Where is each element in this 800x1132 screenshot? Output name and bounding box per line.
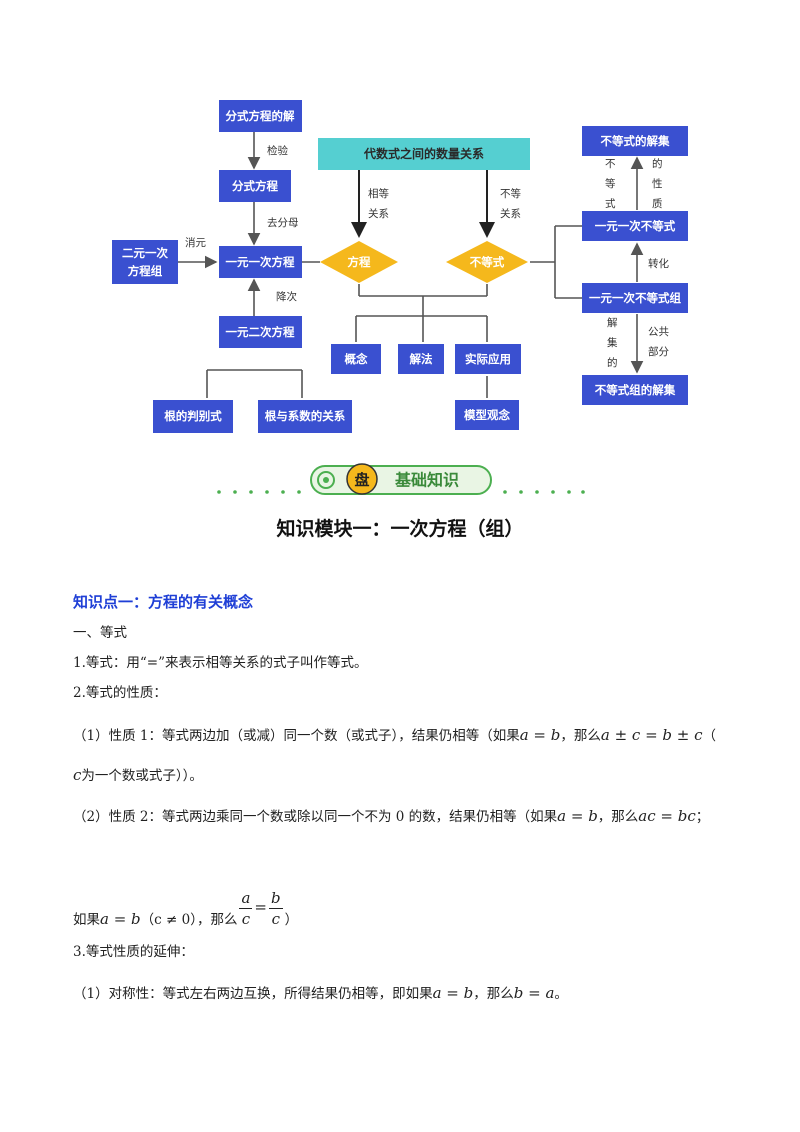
diamond-inequality: [446, 241, 528, 283]
label-fs-equation: 分式方程: [232, 179, 278, 193]
label-linear-ineq: 一元一次不等式: [595, 219, 676, 233]
property-1: （1）性质 1：等式两边加（或减）同一个数（或式子），结果仍相等（如果a = b…: [73, 726, 717, 744]
edge-check: 检验: [267, 144, 288, 157]
box-roots-coefficients: [258, 400, 352, 433]
edge-solution-set-2: 集: [607, 336, 618, 349]
box-solution-method: [398, 344, 444, 374]
property-2: （2）性质 2：等式两边乘同一个数或除以同一个不为 0 的数，结果仍相等（如果a…: [73, 807, 710, 825]
edge-unequal-rel-2: 关系: [500, 207, 521, 220]
badge-icon: 盘: [346, 463, 378, 495]
label-linear-eq: 一元一次方程: [226, 255, 295, 269]
edge-ineq-chars-1: 不: [605, 158, 616, 170]
edge-transform: 转化: [648, 257, 669, 270]
edge-reduce-degree: 降次: [276, 290, 297, 303]
label-equation: 方程: [348, 255, 371, 269]
edge-property-1: 的: [652, 157, 663, 170]
label-quadratic: 一元二次方程: [226, 325, 295, 339]
concept-diagram: 分式方程的解 分式方程 二元一次 方程组 一元一次方程 一元二次方程 根的判别式…: [112, 100, 688, 433]
banner-title: 基础知识: [394, 471, 459, 490]
edge-solution-set-1: 解: [607, 316, 618, 329]
knowledge-point-heading: 知识点一：方程的有关概念: [73, 593, 254, 611]
label-solution-method: 解法: [410, 352, 433, 366]
edge-property-2: 性: [652, 177, 663, 190]
label-model: 模型观念: [464, 408, 510, 422]
box-quadratic-equation: [219, 316, 302, 348]
box-two-var-system: [112, 240, 178, 284]
label-roots-coeff: 根与系数的关系: [265, 409, 346, 423]
properties-heading: 2.等式的性质：: [73, 685, 167, 701]
extension-heading: 3.等式性质的延伸：: [73, 944, 194, 960]
edge-ineq-chars-3: 式: [605, 197, 616, 210]
label-ineq-solution: 不等式的解集: [601, 134, 670, 148]
label-application: 实际应用: [465, 352, 511, 366]
box-fraction-equation: [219, 170, 291, 202]
label-two-var-1: 二元一次: [122, 246, 168, 260]
section-equality: 一、等式: [73, 625, 127, 641]
box-linear-equation: [219, 246, 302, 278]
box-inequality-solution: [582, 126, 688, 156]
label-concept: 概念: [345, 352, 368, 366]
edge-equal-rel-1: 相等: [368, 187, 389, 200]
label-two-var-2: 方程组: [128, 264, 163, 278]
edge-common-part-1: 公共: [648, 326, 669, 338]
section-banner: 盘 基础知识: [217, 463, 585, 495]
box-model: [455, 400, 519, 430]
box-linear-inequality-system: [582, 283, 688, 313]
box-linear-inequality: [582, 211, 688, 241]
module-title: 知识模块一：一次方程（组）: [276, 518, 524, 540]
label-inequality: 不等式: [470, 255, 505, 269]
target-icon: [317, 471, 335, 489]
definition-equality: 1.等式：用“=”来表示相等关系的式子叫作等式。: [73, 655, 368, 671]
diamond-equation: [320, 241, 398, 283]
box-application: [455, 344, 521, 374]
edge-solution-set-3: 的: [607, 356, 618, 369]
symmetry-property: （1）对称性：等式左右两边互换，所得结果仍相等，即如果a = b，那么b = a…: [73, 984, 568, 1002]
box-concept: [331, 344, 381, 374]
edge-common-part-2: 部分: [648, 345, 669, 358]
label-ineq-sys-solution: 不等式组的解集: [595, 383, 676, 397]
edge-remove-denom: 去分母: [267, 217, 299, 229]
edge-eliminate: 消元: [185, 236, 206, 249]
edge-ineq-chars-2: 等: [605, 177, 616, 190]
label-fs-solution: 分式方程的解: [226, 109, 295, 123]
box-system-solution-set: [582, 375, 688, 405]
property-1-note: c为一个数或式子））。: [73, 766, 203, 784]
edge-unequal-rel-1: 不等: [500, 187, 521, 200]
box-discriminant: [153, 400, 233, 433]
edge-property-3: 质: [652, 198, 663, 210]
label-discriminant: 根的判别式: [164, 409, 222, 423]
box-quantity-relation: [318, 138, 530, 170]
edge-equal-rel-2: 关系: [368, 207, 389, 220]
label-linear-ineq-sys: 一元一次不等式组: [589, 291, 681, 305]
svg-text:盘: 盘: [354, 471, 369, 489]
box-fraction-solution: [219, 100, 302, 132]
label-quantity-rel: 代数式之间的数量关系: [363, 146, 484, 161]
